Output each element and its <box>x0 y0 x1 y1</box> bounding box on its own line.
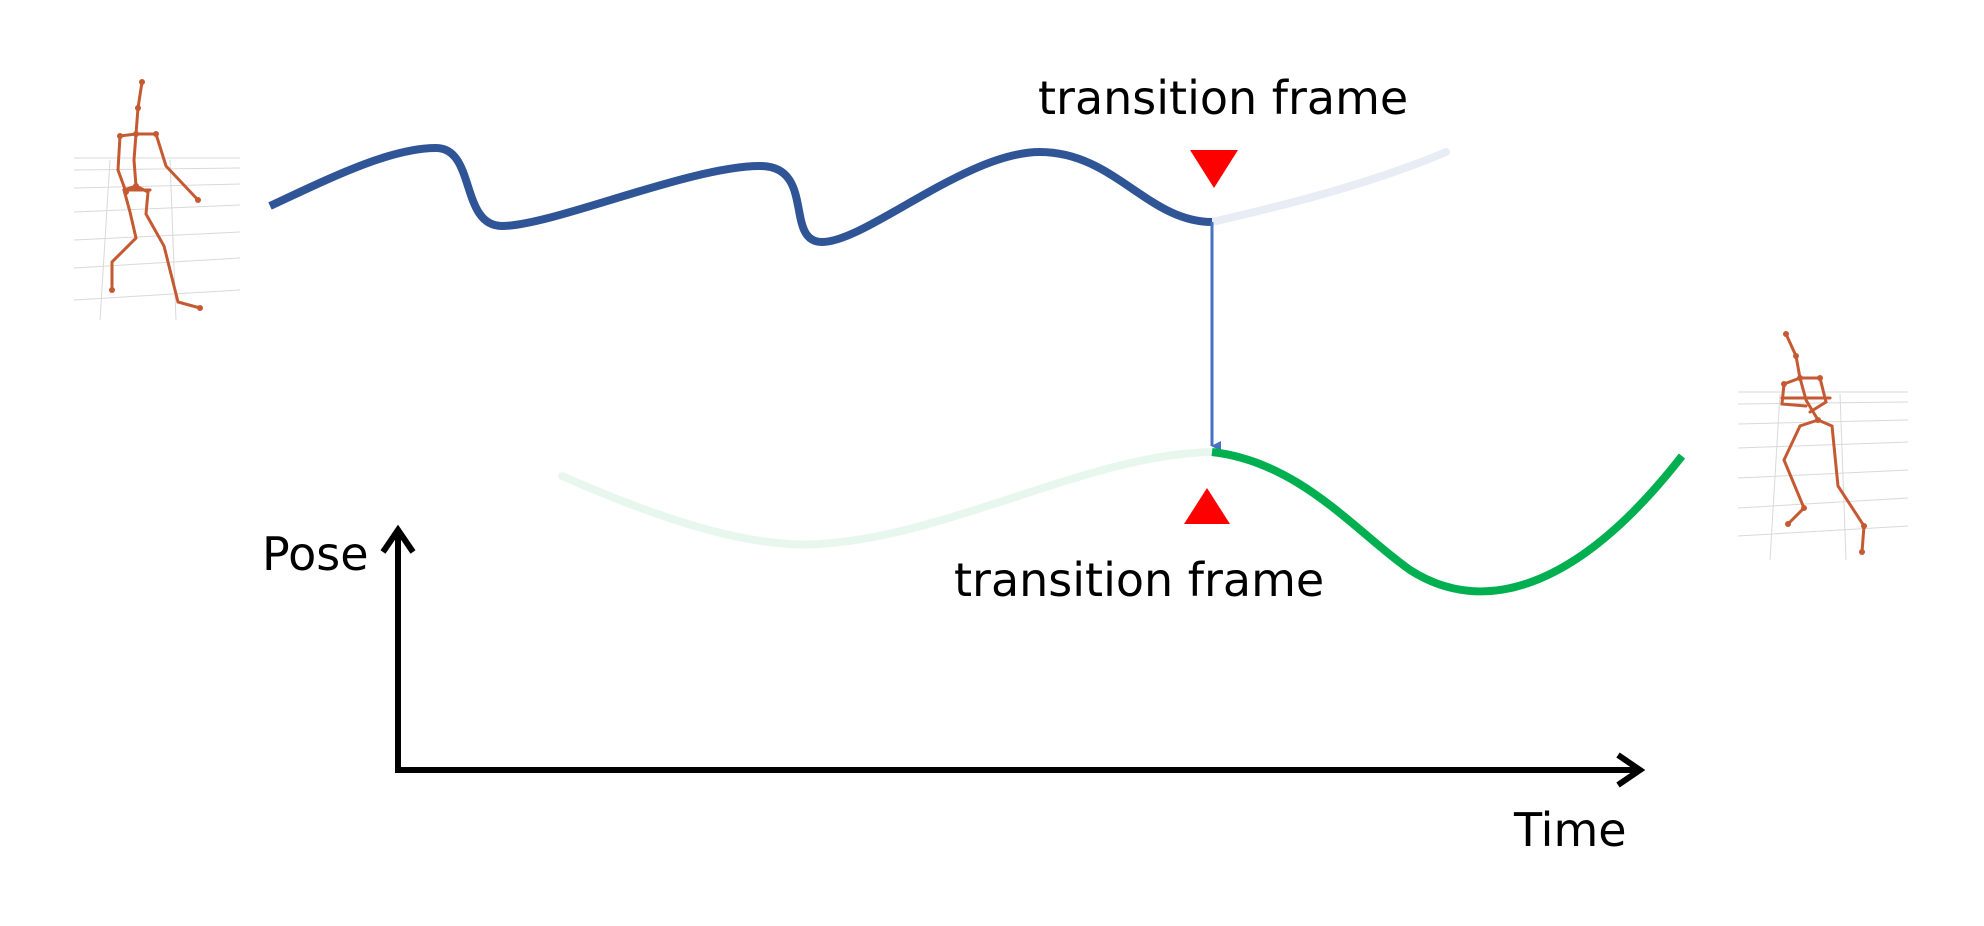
motion-b-curve <box>1211 448 1686 596</box>
start-pose-figure <box>73 79 241 321</box>
motion-a-continuation-faded <box>1208 148 1450 226</box>
pose-axis-arrowhead-icon <box>380 524 416 554</box>
stick-figure-skeleton-icon <box>1780 332 1866 554</box>
transition-label-top: transition frame <box>1038 71 1408 125</box>
stick-figure-skeleton-icon <box>110 80 202 310</box>
motion-b-history-faded <box>558 448 1216 549</box>
time-axis-arrowhead-icon <box>1616 752 1646 788</box>
pose-axis-label: Pose <box>262 527 369 581</box>
transition-label-bottom: transition frame <box>954 553 1324 607</box>
time-axis-label: Time <box>1513 803 1627 857</box>
axes: Pose Time <box>262 524 1646 857</box>
floor-grid-icon <box>73 157 241 321</box>
motion-a-curve <box>268 143 1213 247</box>
transition-marker-top-icon <box>1190 150 1238 188</box>
transition-marker-bottom-icon <box>1184 488 1230 524</box>
floor-grid-icon <box>1737 391 1909 561</box>
end-pose-figure <box>1737 331 1909 561</box>
